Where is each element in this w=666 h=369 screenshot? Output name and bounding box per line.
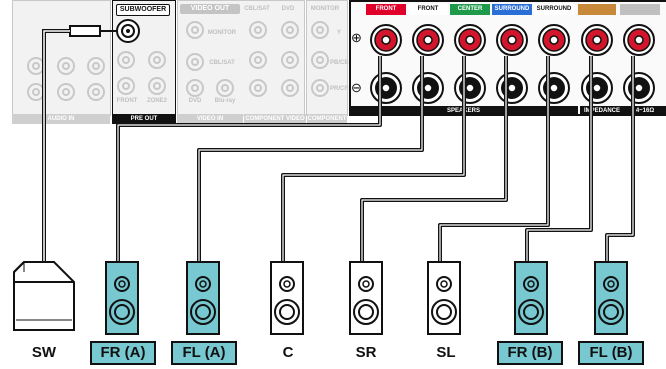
terminal-label-surround-r: SURROUND bbox=[492, 4, 532, 15]
speaker-label-sl: SL bbox=[436, 344, 456, 361]
speaker-5 bbox=[349, 261, 383, 335]
speaker-cable-core bbox=[117, 56, 381, 262]
speaker-label-sr: SR bbox=[355, 344, 377, 361]
pre-out-bar: PRE OUT bbox=[112, 114, 176, 124]
subwoofer-title: SUBWOOFER bbox=[116, 4, 170, 16]
front-label: FRONT bbox=[116, 98, 138, 104]
terminal-label-assign bbox=[578, 4, 616, 15]
speaker-cable-core bbox=[606, 56, 634, 262]
video-out-title: VIDEO OUT bbox=[180, 4, 240, 14]
speaker-cable-core bbox=[198, 56, 423, 262]
terminal-label-front-r: FRONT bbox=[366, 4, 406, 15]
speaker-cable bbox=[116, 56, 382, 262]
speaker-4 bbox=[270, 261, 304, 335]
terminal-label-front-l: FRONT bbox=[408, 4, 448, 15]
speakers bbox=[13, 261, 628, 335]
plus-symbol: ⊕ bbox=[351, 30, 362, 45]
speaker-8 bbox=[594, 261, 628, 335]
speaker-1 bbox=[13, 261, 75, 331]
cbl-sat-label: CBL/SAT bbox=[209, 60, 235, 66]
y-label: Y bbox=[336, 30, 341, 36]
terminal-post-pair bbox=[454, 24, 486, 104]
video-jacks bbox=[186, 21, 329, 97]
zone2-label: ZONE2 bbox=[146, 98, 167, 104]
terminal-label-center: CENTER bbox=[450, 4, 490, 15]
terminal-posts bbox=[370, 24, 655, 104]
speaker-7 bbox=[514, 261, 548, 335]
speaker-3 bbox=[186, 261, 220, 335]
terminal-post-pair bbox=[412, 24, 444, 104]
component-video-in-bar: COMPONENT VIDEO IN bbox=[244, 114, 306, 132]
terminal-post-pair bbox=[370, 24, 402, 104]
terminal-label-surround-l: SURROUND bbox=[534, 4, 574, 15]
speaker-label-c: C bbox=[282, 344, 294, 361]
speaker-cables bbox=[116, 56, 635, 262]
audio-in-bar: AUDIO IN bbox=[12, 114, 110, 124]
speaker-label-fl-a: FL (A) bbox=[171, 341, 237, 365]
monitor-label: MONITOR bbox=[207, 30, 237, 36]
dvd-label-top: DVD bbox=[281, 6, 295, 12]
terminal-post-pair bbox=[623, 24, 655, 104]
subwoofer-cable bbox=[42, 25, 117, 262]
pre-out-jacks bbox=[117, 51, 166, 95]
bluray-label: Blu-ray bbox=[214, 98, 236, 104]
component-video-out-bar: COMPONENT VIDEO OUT bbox=[307, 114, 347, 132]
speaker-cable-core bbox=[282, 56, 465, 262]
speaker-cable-core bbox=[526, 56, 592, 262]
subwoofer-jack bbox=[116, 19, 140, 43]
speaker-2 bbox=[105, 261, 139, 335]
speaker-label-fr-a: FR (A) bbox=[90, 341, 156, 365]
terminal-post-pair bbox=[581, 24, 613, 104]
speaker-label-fl-b: FL (B) bbox=[578, 341, 644, 365]
terminal-post-pair bbox=[538, 24, 570, 104]
impedance-value: 4~16Ω bbox=[624, 106, 666, 116]
dvd-label: DVD bbox=[188, 98, 202, 104]
cbl-sat-label-top: CBL/SAT bbox=[244, 6, 270, 12]
minus-symbol: ⊖ bbox=[351, 80, 362, 95]
pb-label: PB/CB bbox=[330, 60, 349, 66]
speaker-6 bbox=[427, 261, 461, 335]
speaker-cable-core bbox=[361, 56, 507, 262]
speaker-label-sw: SW bbox=[31, 344, 57, 361]
monitor-label-top: MONITOR bbox=[310, 6, 340, 12]
terminal-post-pair bbox=[496, 24, 528, 104]
impedance-bar: IMPEDANCE bbox=[580, 106, 624, 116]
pr-label: PR/CR bbox=[330, 86, 349, 92]
video-in-bar: VIDEO IN bbox=[177, 114, 243, 124]
audio-in-jacks bbox=[27, 57, 105, 101]
terminal-label-assign2 bbox=[620, 4, 660, 15]
speaker-label-fr-b: FR (B) bbox=[497, 341, 563, 365]
speaker-cable-core bbox=[439, 56, 549, 262]
